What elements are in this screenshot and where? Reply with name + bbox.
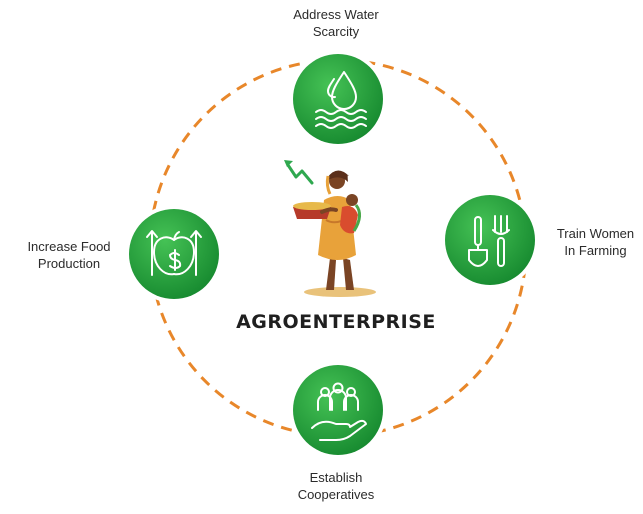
label-line: In Farming xyxy=(564,243,627,258)
node-top xyxy=(289,50,387,148)
node-bottom-label: Establish Cooperatives xyxy=(281,469,391,503)
label-line: Establish xyxy=(309,470,363,485)
node-left xyxy=(125,205,223,303)
people-on-hand-icon xyxy=(311,382,367,441)
label-line: Scarcity xyxy=(312,24,360,39)
node-top-label: Address Water Scarcity xyxy=(271,6,401,40)
growth-arrow-icon xyxy=(286,163,314,185)
node-left-label: Increase Food Production xyxy=(14,238,124,272)
label-line: Address Water xyxy=(293,7,379,22)
apple-dollar-arrows-icon xyxy=(146,230,202,276)
label-line: Production xyxy=(37,256,101,271)
label-line: Increase Food xyxy=(27,239,111,254)
node-right-label: Train Women In Farming xyxy=(548,225,643,259)
garden-tools-icon xyxy=(468,215,510,267)
water-drop-waves-icon xyxy=(315,71,367,129)
woman-with-basket-illustration xyxy=(284,160,376,297)
center-title: AGROENTERPRISE xyxy=(236,311,436,333)
node-bottom xyxy=(289,361,387,459)
node-right xyxy=(441,191,539,289)
label-line: Cooperatives xyxy=(297,487,375,502)
label-line: Train Women xyxy=(556,226,635,241)
